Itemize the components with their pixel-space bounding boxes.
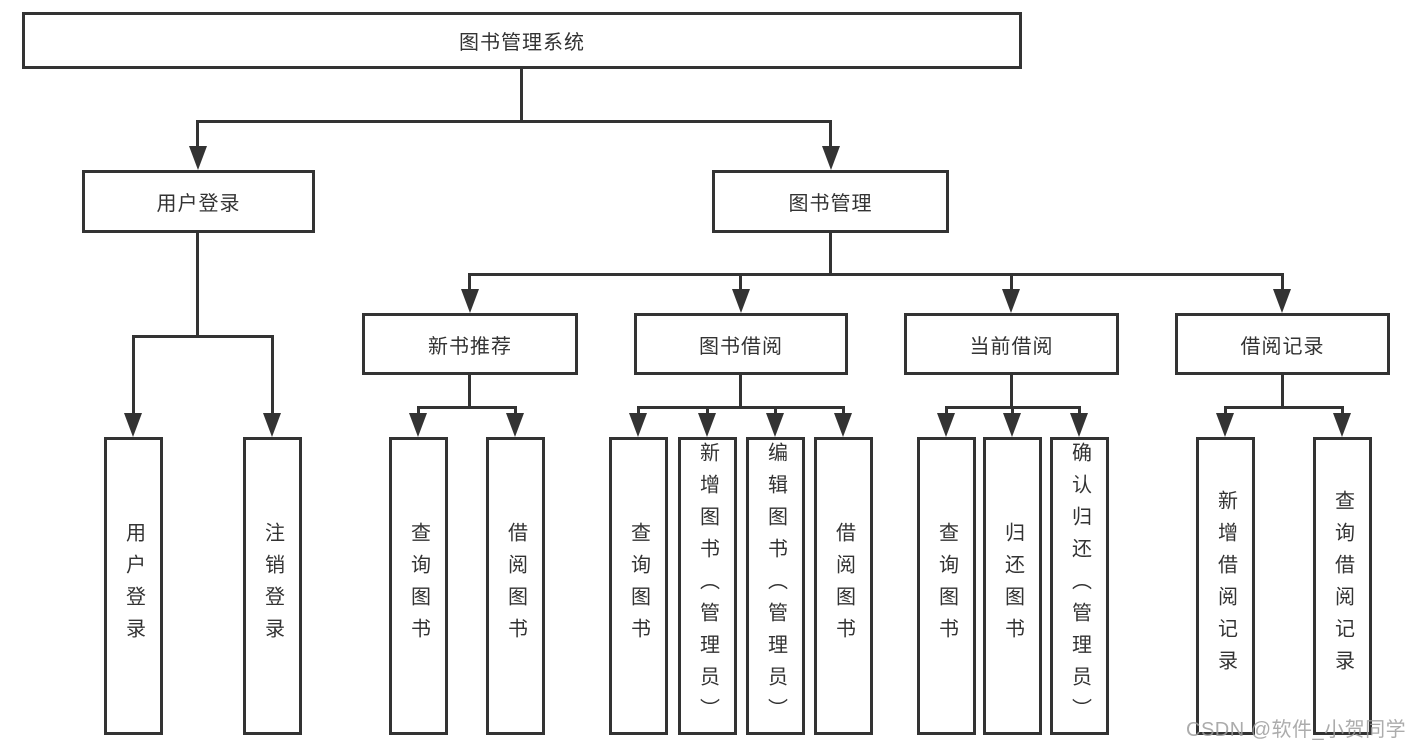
- node-new-book-recommend: 新书推荐: [362, 313, 578, 375]
- node-label: 图书借阅: [699, 335, 783, 358]
- node-label: 新增借阅记录: [1214, 490, 1237, 682]
- node-label: 新书推荐: [428, 335, 512, 358]
- arrowhead-user-login: [189, 146, 207, 170]
- connector-book-management-drop: [829, 120, 832, 150]
- connector-br-query-drop: [1341, 406, 1344, 417]
- node-label: 编辑图书（管理员）: [764, 442, 787, 730]
- connector-user-login-drop: [196, 120, 199, 150]
- arrowhead-book-management: [822, 146, 840, 170]
- node-label: 借阅图书: [504, 522, 527, 650]
- connector-book-borrow-stem: [739, 375, 742, 406]
- connector-new-book-drop: [468, 273, 471, 295]
- connector-br-add-drop: [1224, 406, 1227, 417]
- arrowhead-bb-add: [698, 413, 716, 437]
- node-label: 查询借阅记录: [1331, 490, 1354, 682]
- node-bb-add-books-admin: 新增图书（管理员）: [678, 437, 737, 735]
- node-logout: 注销登录: [243, 437, 302, 735]
- node-login: 用户登录: [104, 437, 163, 735]
- node-label: 查询图书: [627, 522, 650, 650]
- arrowhead-new-book: [461, 289, 479, 313]
- connector-logout-drop: [271, 335, 274, 415]
- node-label: 查询图书: [935, 522, 958, 650]
- connector-bb-edit-drop: [774, 406, 777, 417]
- node-bb-borrow-books: 借阅图书: [814, 437, 873, 735]
- connector-book-borrow-rail: [637, 406, 845, 409]
- node-label: 归还图书: [1001, 522, 1024, 650]
- arrowhead-book-borrow: [732, 289, 750, 313]
- watermark: CSDN @软件_小贺同学: [1186, 719, 1405, 741]
- arrowhead-borrow-records: [1273, 289, 1291, 313]
- node-cb-return-books: 归还图书: [983, 437, 1042, 735]
- arrowhead-cb-return: [1003, 413, 1021, 437]
- connector-current-borrow-stem: [1010, 375, 1013, 406]
- connector-login-drop: [132, 335, 135, 415]
- connector-book-management-rail: [468, 273, 1284, 276]
- node-label: 用户登录: [122, 522, 145, 650]
- arrowhead-br-query: [1333, 413, 1351, 437]
- node-cb-query-books: 查询图书: [917, 437, 976, 735]
- node-label: 借阅图书: [832, 522, 855, 650]
- arrowhead-nb-query: [409, 413, 427, 437]
- node-nb-borrow-books: 借阅图书: [486, 437, 545, 735]
- connector-root-stem: [520, 69, 523, 120]
- node-user-login: 用户登录: [82, 170, 315, 233]
- node-br-query-record: 查询借阅记录: [1313, 437, 1372, 735]
- node-current-borrow: 当前借阅: [904, 313, 1119, 375]
- node-label: 用户登录: [156, 193, 241, 215]
- arrowhead-bb-edit: [766, 413, 784, 437]
- node-book-management: 图书管理: [712, 170, 949, 233]
- connector-cb-confirm-drop: [1078, 406, 1081, 417]
- node-br-add-record: 新增借阅记录: [1196, 437, 1255, 735]
- node-cb-confirm-return-admin: 确认归还（管理员）: [1050, 437, 1109, 735]
- arrowhead-cb-confirm: [1070, 413, 1088, 437]
- arrowhead-nb-borrow: [506, 413, 524, 437]
- connector-bb-borrow-drop: [842, 406, 845, 417]
- arrowhead-bb-query: [629, 413, 647, 437]
- arrowhead-br-add: [1216, 413, 1234, 437]
- node-label: 确认归还（管理员）: [1068, 442, 1091, 730]
- connector-cb-query-drop: [945, 406, 948, 417]
- connector-borrow-records-rail: [1224, 406, 1344, 409]
- connector-root-rail: [197, 120, 832, 123]
- connector-cb-return-drop: [1011, 406, 1014, 417]
- node-label: 注销登录: [261, 522, 284, 650]
- node-label: 图书管理: [788, 193, 873, 215]
- node-borrow-records: 借阅记录: [1175, 313, 1390, 375]
- connector-current-borrow-drop: [1010, 273, 1013, 295]
- node-nb-query-books: 查询图书: [389, 437, 448, 735]
- node-book-borrow: 图书借阅: [634, 313, 848, 375]
- connector-borrow-records-stem: [1281, 375, 1284, 406]
- node-label: 查询图书: [407, 522, 430, 650]
- node-label: 新增图书（管理员）: [696, 442, 719, 730]
- connector-book-borrow-drop: [739, 273, 742, 295]
- arrowhead-logout: [263, 413, 281, 437]
- connector-nb-query-drop: [417, 406, 420, 417]
- node-label: 借阅记录: [1240, 335, 1325, 358]
- node-bb-query-books: 查询图书: [609, 437, 668, 735]
- node-bb-edit-books-admin: 编辑图书（管理员）: [746, 437, 805, 735]
- connector-new-book-rail: [417, 406, 517, 409]
- arrowhead-bb-borrow: [834, 413, 852, 437]
- arrowhead-login: [124, 413, 142, 437]
- connector-bb-add-drop: [706, 406, 709, 417]
- connector-borrow-records-drop: [1281, 273, 1284, 295]
- arrowhead-cb-query: [937, 413, 955, 437]
- connector-user-login-rail: [132, 335, 274, 338]
- connector-book-management-stem: [829, 233, 832, 273]
- connector-user-login-stem: [196, 233, 199, 335]
- connector-nb-borrow-drop: [514, 406, 517, 417]
- arrowhead-current-borrow: [1002, 289, 1020, 313]
- connector-new-book-stem: [468, 375, 471, 406]
- node-root: 图书管理系统: [22, 12, 1022, 69]
- connector-bb-query-drop: [637, 406, 640, 417]
- node-label: 当前借阅: [969, 335, 1054, 358]
- node-label: 图书管理系统: [459, 32, 585, 54]
